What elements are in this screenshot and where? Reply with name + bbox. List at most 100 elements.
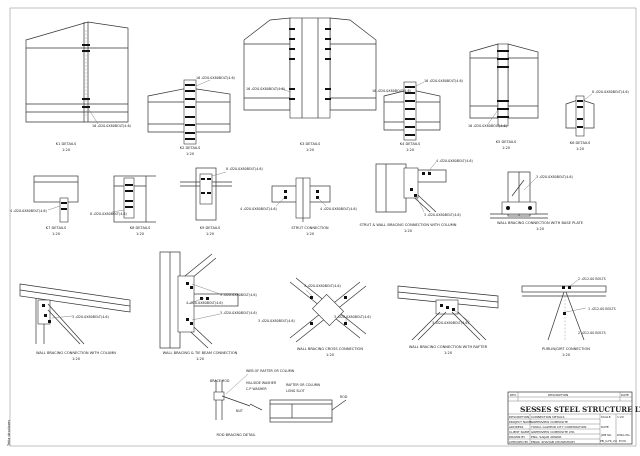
purlin-title: PURLIN/GIRT CONNECTION (542, 347, 590, 351)
wall-cross-title: WALL BRACING CROSS CONNECTION (297, 347, 363, 351)
k2-bolt-note: 16 -Ø20.0X80BOLT(4.6) (196, 75, 235, 80)
k7-title: K7 DETAILS (46, 226, 67, 230)
purlin-bolt-note-2: 1 -Ø12.00 BOLTS (588, 306, 616, 311)
k7-scale: 1:20 (52, 232, 61, 236)
wall-rafter-scale: 1:20 (444, 351, 453, 355)
wall-rafter-bolt-note: 3 -Ø20.0X80BOLT(4.6) (432, 320, 469, 325)
k8-scale: 1:20 (136, 232, 145, 236)
tb-rev-head: REV. (510, 393, 517, 397)
wall-col-title: WALL BRACING CONNECTION WITH COLUMN (36, 351, 116, 355)
rod-note-nut: NUT (236, 409, 244, 413)
rod-note-brace: BRACE ROD (210, 379, 230, 383)
detail-k9: 8 -Ø20.0X80BOLT(4.6) K9 DETAILS 1:20 (180, 166, 263, 236)
wall-col-bolt-note: 3 -Ø20.0X80BOLT(4.6) (72, 314, 109, 319)
wall-tie-bolt-note-3: 3 -Ø20.0X80BOLT(4.6) (220, 310, 257, 315)
k6-bolt-note: 8 -Ø20.0X80BOLT(4.6) (592, 89, 629, 94)
tb-row-2-val: TONGI, GAZIPUR CITY CORPORATION (530, 425, 586, 429)
rod-note-web: WEB OF RAFTER OR COLUMN (246, 369, 295, 373)
k2-scale: 1:20 (186, 152, 195, 156)
wall-tie-scale: 1:20 (196, 357, 205, 361)
k4-scale: 1:20 (406, 148, 415, 152)
detail-wall-bracing-column: 3 -Ø20.0X80BOLT(4.6) WALL BRACING CONNEC… (19, 283, 131, 361)
detail-k5: 16 -Ø20.0X80BOLT(4.6) K5 DETAILS 1:20 (468, 43, 539, 150)
wall-cross-bolt-note-2: 3 -Ø20.0X80BOLT(4.6) (334, 314, 371, 319)
detail-wall-bracing-rafter: 3 -Ø20.0X80BOLT(4.6) WALL BRACING CONNEC… (397, 285, 499, 355)
rod-note-slot: LONG SLOT (286, 389, 306, 393)
wall-col-scale: 1:20 (72, 357, 81, 361)
tb-scale: 1:20 (617, 415, 624, 419)
tb-company: SES STEEL STRUCTURE LTD. (536, 405, 640, 414)
strut-bolt-note-1: 4 -Ø20.0X80BOLT(4.6) (240, 206, 277, 211)
title-block: REV. DESCRIPTION DATE SES SES STEEL STRU… (507, 391, 640, 445)
wall-tie-bolt-note-2: 4 -Ø20.0X80BOLT(4.6) (186, 300, 223, 305)
tb-row-0-val: CONNECTION DETAILS (531, 415, 565, 419)
k6-title: K6 DETAILS (570, 141, 591, 145)
rod-note-rafter: RAFTER OR COLUMN (286, 383, 320, 387)
tb-date-head: DATE (621, 393, 629, 397)
detail-k2: 16 -Ø20.0X80BOLT(4.6) K2 DETAILS 1:20 (147, 75, 235, 156)
tb-row-1-key: PROJECT NAME (509, 420, 532, 424)
k8-title: K8 DETAILS (130, 226, 151, 230)
tb-row-5-val: ENGR. SHAHAB CHOWDHURY (531, 440, 575, 444)
k4-title: K4 DETAILS (400, 142, 421, 146)
strut-wall-bolt-note-2: 3 -Ø20.0X80BOLT(4.6) (424, 212, 461, 217)
detail-k6: 8 -Ø20.0X80BOLT(4.6) K6 DETAILS 1:20 (565, 89, 629, 151)
strut-wall-scale: 1:20 (404, 229, 413, 233)
tb-row-4-key: DRAWN BY (509, 435, 525, 439)
k5-scale: 1:20 (502, 146, 511, 150)
k1-title: K1 DETAILS (56, 142, 77, 146)
tb-dwg-label: DWG No. (617, 433, 631, 437)
tb-job-no: PB_G76_24 (600, 439, 617, 443)
wall-tie-bolt-note-1: 3 -Ø20.0X80BOLT(4.6) (220, 292, 257, 297)
detail-k4: 16 -Ø20.0X80BOLT(4.6) 16 -Ø20.0X80BOLT(4… (372, 78, 463, 152)
detail-strut-wall-bracing: 4 -Ø20.0X80BOLT(4.6) 3 -Ø20.0X80BOLT(4.6… (360, 158, 473, 233)
tb-row-2-key: ADDRESS (509, 425, 524, 429)
k5-bolt-note: 16 -Ø20.0X80BOLT(4.6) (468, 123, 507, 128)
strut-wall-title: STRUT & WALL BRACING CONNECTION WITH COL… (360, 223, 457, 227)
sheet-border (9, 7, 637, 447)
wall-cross-bolt-note-1: 3 -Ø20.0X80BOLT(4.6) (304, 283, 341, 288)
wall-base-title: WALL BRACING CONNECTION WITH BASE PLATE (497, 221, 584, 225)
k4-bolt-note-2: 16 -Ø20.0X80BOLT(4.6) (372, 88, 411, 93)
k2-title: K2 DETAILS (180, 146, 201, 150)
k1-bolt-note: 16 -Ø20.0X80BOLT(4.6) (92, 123, 131, 128)
k9-scale: 1:20 (206, 232, 215, 236)
k8-bolt-note: 8 -Ø20.0X80BOLT(4.6) (90, 211, 127, 216)
detail-k1: 16 -Ø20.0X80BOLT(4.6) K1 DETAILS 1:20 (25, 21, 131, 152)
wall-cross-scale: 1:20 (326, 353, 335, 357)
k7-bolt-note: 4 -Ø20.0X80BOLT(4.6) (10, 208, 47, 213)
purlin-bolt-note-3: 2 -Ø12.00 BOLTS (578, 330, 606, 335)
tb-row-5-key: CHECKED BY (509, 440, 528, 444)
tb-rows: DESCRIPTION CONNECTION DETAILS PROJECT N… (508, 414, 631, 444)
tb-row-4-val: ENG. SAIJAR ANWAR (531, 435, 561, 439)
k6-scale: 1:20 (576, 147, 585, 151)
tb-row-3-val: GREENVIEW COMPOSITE LTD. (531, 430, 575, 434)
k3-title: K3 DETAILS (300, 142, 321, 146)
wall-cross-bolt-note-3: 3 -Ø20.0X80BOLT(4.6) (258, 318, 295, 323)
k9-bolt-note: 8 -Ø20.0X80BOLT(4.6) (226, 166, 263, 171)
strut-wall-bolt-note-1: 4 -Ø20.0X80BOLT(4.6) (436, 158, 473, 163)
detail-wall-bracing-tie-beam: 3 -Ø20.0X80BOLT(4.6) 4 -Ø20.0X80BOLT(4.6… (159, 251, 257, 361)
rod-note-rod: ROD (340, 395, 348, 399)
detail-rod-bracing: WEB OF RAFTER OR COLUMN HILLSIDE WASHER … (210, 369, 348, 437)
rod-note-cp: C.P WASHER (246, 387, 267, 391)
tb-row-0-key: DESCRIPTION (509, 415, 529, 419)
tb-date-label: DATE (601, 425, 609, 429)
side-note: Tekla structures (7, 420, 11, 447)
tb-dwg-no: E/39 (619, 439, 626, 443)
strut-scale: 1:20 (306, 232, 315, 236)
rod-note-hillside: HILLSIDE WASHER (246, 381, 277, 385)
wall-base-bolt-note: 3 -Ø20.0X80BOLT(4.6) (536, 174, 573, 179)
k1-scale: 1:20 (62, 148, 71, 152)
k3-scale: 1:20 (306, 148, 315, 152)
detail-purlin-girt: 2 -Ø12.00 BOLTS 1 -Ø12.00 BOLTS 2 -Ø12.0… (521, 276, 616, 357)
detail-k8: 8 -Ø20.0X80BOLT(4.6) K8 DETAILS 1:20 (90, 175, 156, 236)
tb-scale-label: SCALE (601, 415, 611, 419)
detail-wall-bracing-cross: 3 -Ø20.0X80BOLT(4.6) 3 -Ø20.0X80BOLT(4.6… (258, 277, 371, 357)
tb-job-label: JOB No. (600, 433, 612, 437)
detail-wall-bracing-base-plate: 3 -Ø20.0X80BOLT(4.6) WALL BRACING CONNEC… (490, 171, 584, 231)
k9-title: K9 DETAILS (200, 226, 221, 230)
rod-title: ROD BRACING DETAIL (216, 433, 255, 437)
